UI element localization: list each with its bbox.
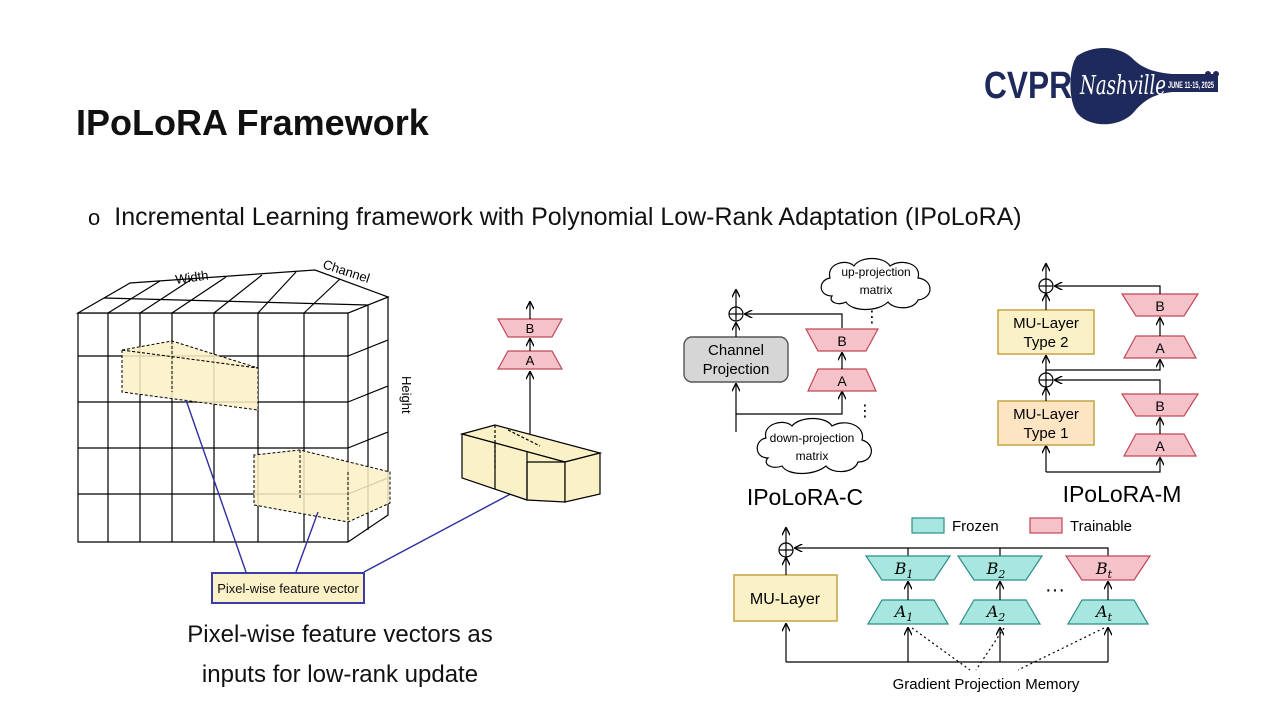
mu-type2-line2: Type 2 — [1023, 334, 1068, 351]
svg-text:B1: B1 — [894, 559, 914, 581]
legend: Frozen Trainable — [911, 517, 1132, 535]
logo-city-text: Nashville — [1079, 71, 1166, 101]
a1-block — [866, 599, 950, 625]
up-projection-line2: matrix — [860, 283, 893, 297]
cvpr-nashville-logo: CVPR Nashville JUNE 11-15, 2025 — [984, 47, 1219, 125]
gpm-label: Gradient Projection Memory — [893, 676, 1080, 693]
channel-projection-line1: Channel — [708, 342, 764, 359]
bt-block — [1064, 555, 1152, 581]
ipolora-c-diagram: Channel Projection B A ⋮ ⋮ up-projection… — [683, 257, 931, 510]
dots-up: ⋮ — [864, 309, 880, 326]
down-projection-cloud — [756, 417, 872, 475]
svg-text:At: At — [1094, 602, 1113, 624]
ipolora-m-a2-label: A — [1155, 340, 1165, 356]
ipolora-m-b1-block — [1120, 393, 1200, 417]
mu-layer-box — [733, 574, 838, 622]
b1-sub: 1 — [906, 568, 913, 581]
legend-frozen-label: Frozen — [952, 518, 999, 535]
mu-layer-label: MU-Layer — [750, 591, 821, 608]
guitar-body-shape — [1070, 47, 1218, 125]
lora-module-small: B A — [496, 302, 564, 434]
logo-dates-text: JUNE 11-15, 2025 — [1168, 80, 1214, 90]
guitar-peg — [1213, 71, 1219, 77]
b2-block — [956, 555, 1044, 581]
feature-vector-3d — [459, 424, 603, 503]
bt-sub: t — [1108, 568, 1113, 581]
at-label: A — [1094, 602, 1108, 621]
up-projection-line1: up-projection — [841, 265, 910, 279]
lora-a-label: A — [526, 353, 535, 368]
mu-type1-line2: Type 1 — [1023, 425, 1068, 442]
pixel-wise-feature-vector-label: Pixel-wise feature vector — [211, 572, 365, 604]
bullet-marker: o — [88, 204, 101, 230]
caption: Pixel-wise feature vectors as inputs for… — [150, 615, 530, 695]
guitar-peg — [1205, 71, 1211, 77]
width-label: Width — [174, 267, 209, 286]
ellipsis: ··· — [1045, 579, 1065, 601]
incremental-diagram: MU-Layer B1 A1 B2 A2 ··· Bt At — [733, 528, 1152, 693]
ipolora-m-b2-block — [1120, 293, 1200, 317]
b2-sub: 2 — [997, 568, 1005, 581]
legend-trainable-swatch — [1029, 517, 1063, 534]
svg-text:A2: A2 — [985, 602, 1006, 624]
a1-label: A — [893, 602, 907, 621]
a2-sub: 2 — [997, 611, 1005, 624]
down-projection-line1: down-projection — [770, 431, 855, 445]
ipolora-m-name: IPoLoRA-M — [1063, 481, 1182, 507]
mu-type1-line1: MU-Layer — [1013, 406, 1079, 423]
legend-trainable-label: Trainable — [1070, 518, 1132, 535]
ipolora-c-a-block — [807, 368, 877, 392]
svg-text:A1: A1 — [893, 602, 914, 624]
bullet-item: o Incremental Learning framework with Po… — [88, 203, 1022, 232]
a1-sub: 1 — [906, 611, 913, 624]
lora-b-block — [496, 318, 564, 338]
ipolora-m-diagram: MU-Layer Type 1 B A MU-Layer Type 2 B A … — [997, 264, 1200, 507]
channel-projection-line2: Projection — [703, 361, 770, 378]
ipolora-c-b-block — [804, 328, 880, 352]
a2-block — [958, 599, 1042, 625]
svg-text:Bt: Bt — [1095, 559, 1113, 581]
lora-b-label: B — [526, 321, 535, 336]
legend-frozen-swatch — [911, 517, 945, 534]
ipolora-c-b-label: B — [837, 333, 846, 349]
ipolora-m-a2-block — [1122, 335, 1198, 359]
at-block — [1066, 599, 1150, 625]
slide-title: IPoLoRA Framework — [76, 102, 429, 143]
ipolora-c-a-label: A — [837, 373, 847, 389]
up-projection-cloud — [820, 257, 931, 311]
lora-a-block — [496, 350, 564, 370]
ipolora-m-a1-label: A — [1155, 438, 1165, 454]
bullet-text: Incremental Learning framework with Poly… — [114, 203, 1022, 231]
height-label: Height — [399, 376, 414, 414]
at-sub: t — [1108, 611, 1113, 624]
highlighted-vector-2 — [253, 449, 391, 523]
caption-line-1: Pixel-wise feature vectors as — [187, 621, 493, 648]
logo-cvpr-text: CVPR — [984, 65, 1072, 107]
feature-vector-connectors — [185, 399, 519, 573]
down-projection-line2: matrix — [796, 449, 829, 463]
ipolora-c-name: IPoLoRA-C — [747, 484, 863, 510]
caption-line-2: inputs for low-rank update — [201, 661, 479, 688]
ipolora-m-b1-label: B — [1155, 398, 1164, 414]
mu-type2-line1: MU-Layer — [1013, 315, 1079, 332]
svg-text:B2: B2 — [986, 559, 1006, 581]
a2-label: A — [985, 602, 999, 621]
mu-layer-type2-box — [997, 309, 1095, 355]
mu-layer-type1-box — [997, 400, 1095, 446]
b1-block — [864, 555, 952, 581]
bt-label: B — [1095, 559, 1108, 578]
b1-label: B — [894, 559, 907, 578]
ipolora-m-b2-label: B — [1155, 298, 1164, 314]
highlighted-vector-1 — [121, 340, 259, 411]
dots-down: ⋮ — [857, 403, 873, 420]
b2-label: B — [986, 559, 999, 578]
ipolora-m-a1-block — [1122, 433, 1198, 457]
